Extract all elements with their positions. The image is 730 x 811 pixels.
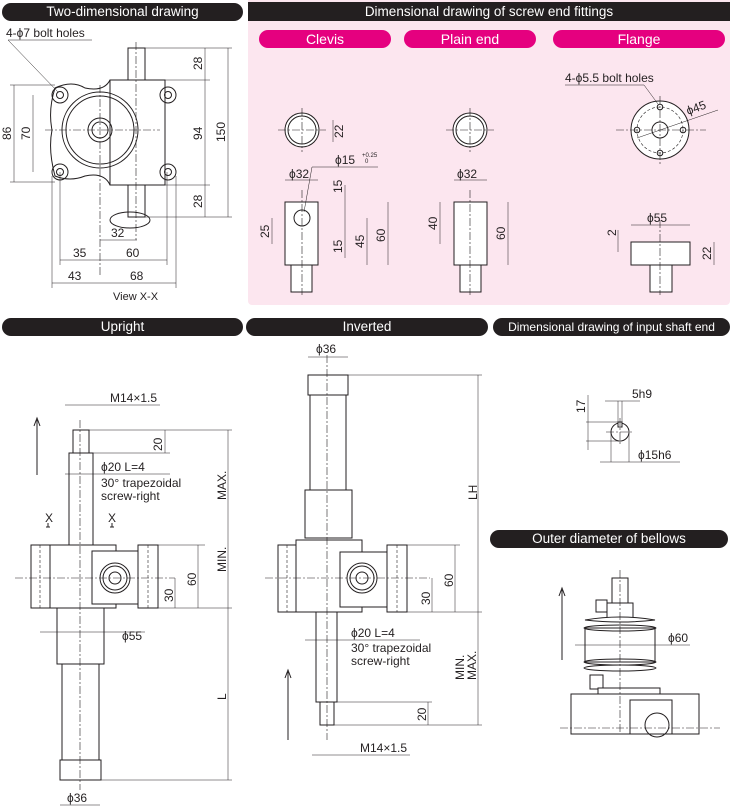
upright-dim-30: 30	[162, 588, 176, 602]
plain-dim-40: 40	[426, 216, 440, 230]
inverted-dim-phi36: ϕ36	[316, 342, 336, 356]
upright-dim-60: 60	[185, 572, 199, 586]
inverted-thread-label: M14×1.5	[360, 741, 407, 755]
inverted-screw-direction: screw-right	[351, 654, 410, 668]
header-input-shaft-end: Dimensional drawing of input shaft end	[493, 318, 730, 336]
bolt-holes-label: 4-ϕ7 bolt holes	[6, 26, 85, 40]
bellows-dia-label: ϕ60	[668, 631, 688, 645]
clevis-dim-15b: 15	[331, 239, 345, 253]
clevis-dim-22: 22	[332, 124, 346, 138]
inverted-lh-label: LH	[466, 485, 480, 500]
upright-screw-spec: ϕ20 L=4	[101, 460, 145, 474]
plain-end-drawing: ϕ32 40 60	[426, 108, 509, 295]
view-label: View X-X	[113, 291, 159, 303]
inverted-min-label: MIN.	[453, 655, 467, 680]
flange-dim-phi45: ϕ45	[684, 98, 708, 118]
upright-dim-phi36: ϕ36	[67, 791, 87, 805]
upright-min-label: MIN.	[215, 547, 229, 572]
header-two-dimensional-drawing: Two-dimensional drawing	[2, 3, 243, 21]
upright-max-label: MAX.	[215, 471, 229, 500]
upright-l-label: L	[215, 693, 229, 700]
clevis-tol-lower: 0	[365, 159, 369, 165]
upright-screw-direction: screw-right	[101, 489, 160, 503]
dim-68: 68	[130, 269, 144, 283]
dim-43: 43	[68, 269, 82, 283]
section-mark-x-left: X	[45, 511, 53, 525]
upright-screw-type: 30° trapezoidal	[101, 476, 181, 490]
dim-70: 70	[19, 126, 33, 140]
inverted-dim-20: 20	[415, 707, 429, 721]
dim-150: 150	[214, 122, 228, 142]
section-mark-x-right: X	[108, 511, 116, 525]
clevis-dim-phi15: ϕ15	[335, 153, 355, 167]
clevis-tol-upper: +0.25	[362, 153, 378, 159]
dim-28-bottom: 28	[191, 194, 205, 208]
flange-dim-22: 22	[700, 246, 714, 260]
tab-flange: Flange	[553, 30, 725, 48]
flange-drawing: 4-ϕ5.5 bolt holes ϕ45 ϕ55 2 22	[565, 71, 719, 295]
input-shaft-end-drawing: 5h9 17 ϕ15h6	[574, 387, 680, 463]
dim-60: 60	[126, 246, 140, 260]
flange-bolt-holes-label: 4-ϕ5.5 bolt holes	[565, 71, 654, 85]
inverted-screw-spec: ϕ20 L=4	[351, 626, 395, 640]
inverted-dim-30: 30	[419, 591, 433, 605]
plain-dim-phi32: ϕ32	[457, 167, 477, 181]
flange-dim-2: 2	[605, 229, 619, 236]
header-bellows: Outer diameter of bellows	[490, 530, 728, 548]
dim-35: 35	[73, 246, 87, 260]
clevis-dim-45: 45	[353, 234, 367, 248]
header-inverted: Inverted	[246, 318, 488, 336]
clevis-drawing: 22 ϕ32 ϕ15 +0.25 0 15 15 25 45 60	[258, 108, 389, 295]
clevis-dim-phi32: ϕ32	[289, 167, 309, 181]
clevis-dim-15a: 15	[331, 179, 345, 193]
upright-dim-20: 20	[151, 437, 165, 451]
inverted-max-label: MAX.	[465, 651, 479, 680]
clevis-dim-25: 25	[258, 224, 272, 238]
inverted-dim-60: 60	[442, 573, 456, 587]
dim-32: 32	[111, 226, 125, 240]
clevis-dim-60: 60	[374, 228, 388, 242]
plain-dim-60: 60	[494, 226, 508, 240]
input-shaft-key-label: 5h9	[632, 387, 652, 401]
tab-clevis: Clevis	[259, 30, 391, 48]
upright-dim-phi55: ϕ55	[122, 629, 142, 643]
header-upright: Upright	[2, 318, 243, 336]
two-dimensional-view: 4-ϕ7 bolt holes 28 94 150 28 86 70 32 35…	[0, 26, 232, 303]
dim-86: 86	[0, 126, 14, 140]
dim-28-top: 28	[191, 56, 205, 70]
dim-94: 94	[191, 126, 205, 140]
inverted-drawing: ϕ36 LH 60 30 ϕ20 L=4 30° trapezoidal scr…	[265, 342, 482, 756]
upright-drawing: M14×1.5 20 ϕ20 L=4 30° trapezoidal screw…	[15, 391, 232, 806]
input-shaft-dim-17: 17	[574, 399, 588, 413]
upright-thread-label: M14×1.5	[110, 391, 157, 405]
tab-plain-end: Plain end	[404, 30, 536, 48]
header-screw-end-fittings: Dimensional drawing of screw end fitting…	[248, 2, 730, 21]
inverted-screw-type: 30° trapezoidal	[351, 641, 431, 655]
bellows-drawing: ϕ60	[558, 570, 720, 738]
flange-dim-phi55: ϕ55	[647, 211, 667, 225]
input-shaft-dia-label: ϕ15h6	[638, 448, 672, 462]
